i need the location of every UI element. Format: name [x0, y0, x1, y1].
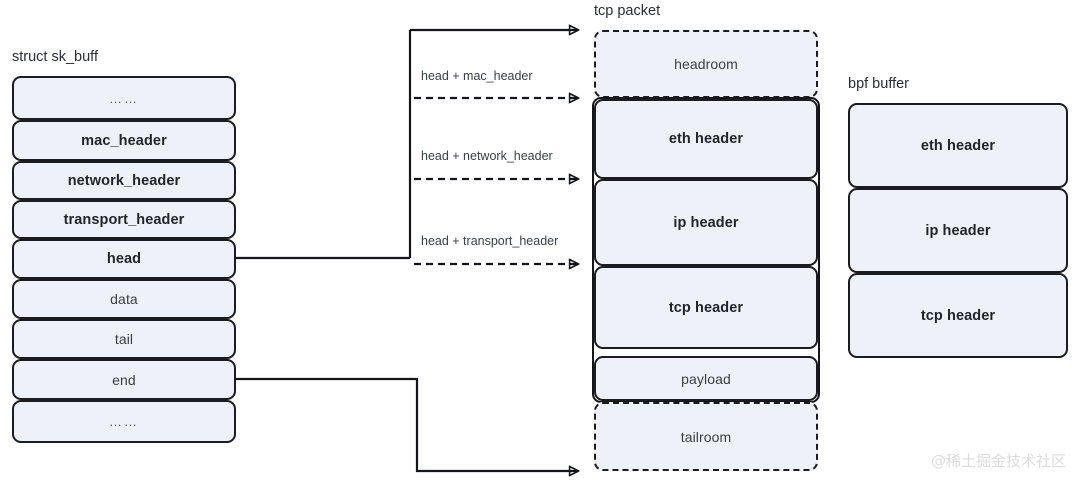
- skbuff-field-end: end: [12, 359, 236, 400]
- tcp-packet-segment-tcp-header: tcp header: [594, 266, 818, 349]
- tcp-packet-segment-headroom: headroom: [594, 30, 818, 98]
- skbuff-field-data: data: [12, 279, 236, 319]
- bpf-buffer-segment-tcp-header: tcp header: [848, 273, 1068, 358]
- tcp-packet-segment-ip-header: ip header: [594, 179, 818, 266]
- wire-end-to-packet-bottom: [236, 377, 578, 471]
- tcp-packet-segment-eth-header: eth header: [594, 99, 818, 179]
- skbuff-field-row: ……: [12, 76, 236, 120]
- watermark: @稀土掘金技术社区: [930, 452, 1066, 470]
- skbuff-field-mac-header: mac_header: [12, 120, 236, 161]
- skbuff-caption: struct sk_buff: [12, 49, 98, 65]
- arrow-label-transport-header: head + transport_header: [421, 234, 559, 248]
- bpf-buffer-caption: bpf buffer: [848, 76, 910, 92]
- bpf-buffer-segment-eth-header: eth header: [848, 103, 1068, 188]
- bpf-buffer-segment-ip-header: ip header: [848, 188, 1068, 273]
- tcp-packet-segment-payload: payload: [594, 356, 818, 401]
- tcp-packet-caption: tcp packet: [594, 3, 661, 19]
- tcp-packet-segment-tailroom: tailroom: [594, 402, 818, 471]
- skbuff-field-row-bottom: ……: [12, 400, 236, 443]
- skbuff-field-transport-header: transport_header: [12, 200, 236, 239]
- arrow-label-network-header: head + network_header: [421, 149, 553, 163]
- skbuff-field-head: head: [12, 239, 236, 279]
- skbuff-field-tail: tail: [12, 319, 236, 359]
- arrow-label-mac-header: head + mac_header: [421, 69, 533, 83]
- skbuff-field-network-header: network_header: [12, 161, 236, 200]
